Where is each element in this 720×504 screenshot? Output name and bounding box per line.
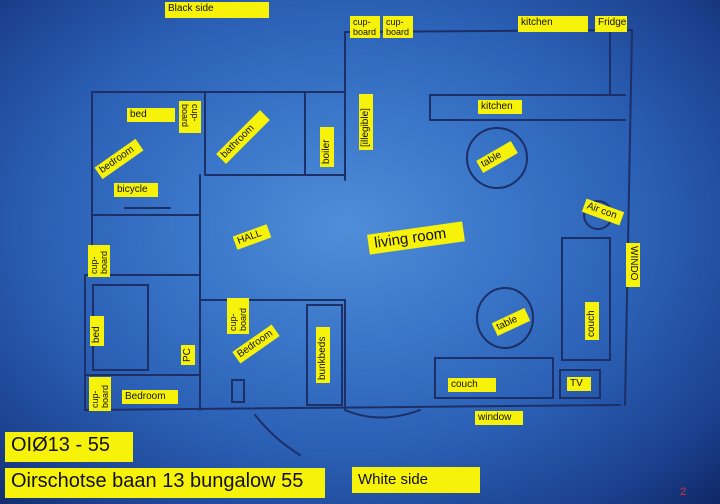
label-window-bottom: window bbox=[475, 411, 523, 425]
label-bunkbeds: bunkbeds bbox=[316, 327, 330, 383]
label-fridge: Fridge bbox=[595, 16, 627, 32]
wall-right bbox=[624, 29, 633, 406]
small-cabinet-outline bbox=[231, 379, 245, 403]
label-couch-right: couch bbox=[585, 302, 599, 340]
bunkbeds-outline bbox=[306, 304, 343, 406]
door-arc-left bbox=[254, 414, 301, 456]
label-bed-top: bed bbox=[127, 108, 175, 122]
label-pc: PC bbox=[181, 345, 195, 365]
label-bedroom-bottom: Bedroom bbox=[122, 390, 178, 404]
label-tv: TV bbox=[567, 377, 591, 391]
couch-right-outline bbox=[561, 237, 611, 361]
label-cupboard-top-2: cup- board bbox=[383, 16, 413, 38]
label-cupboard-left: cup- board bbox=[88, 245, 110, 277]
wall-bottom bbox=[84, 404, 621, 411]
tv-outline bbox=[559, 369, 601, 399]
label-white-side: White side bbox=[352, 467, 480, 493]
label-cupboard-bottom-left: cup- board bbox=[89, 377, 111, 411]
table-top-outline bbox=[466, 127, 528, 189]
label-bed-left: bed bbox=[90, 316, 104, 346]
label-kitchen-top: kitchen bbox=[518, 16, 588, 32]
label-black-side: Black side bbox=[165, 2, 269, 18]
label-couch-bottom: couch bbox=[448, 378, 496, 392]
page-number: 2 bbox=[680, 486, 687, 498]
label-bicycle: bicycle bbox=[114, 183, 158, 197]
label-window-right: WINDO bbox=[626, 243, 640, 287]
label-code: OIØ13 - 55 bbox=[5, 432, 133, 462]
label-cupboard-vert-top: cup- board bbox=[179, 101, 201, 133]
door-arc-bottom bbox=[344, 409, 421, 419]
table-bottom-outline bbox=[476, 287, 534, 349]
label-cupboard-top-1: cup- board bbox=[350, 16, 380, 38]
couch-bottom-outline bbox=[434, 357, 554, 399]
label-boiler: boiler bbox=[320, 127, 334, 167]
label-cupboard-mid: cup- board bbox=[227, 298, 249, 334]
label-address: Oirschotse baan 13 bungalow 55 bbox=[5, 468, 325, 498]
label-kitchen-mid: kitchen bbox=[478, 100, 522, 114]
label-illegible: [illegible] bbox=[359, 94, 373, 150]
